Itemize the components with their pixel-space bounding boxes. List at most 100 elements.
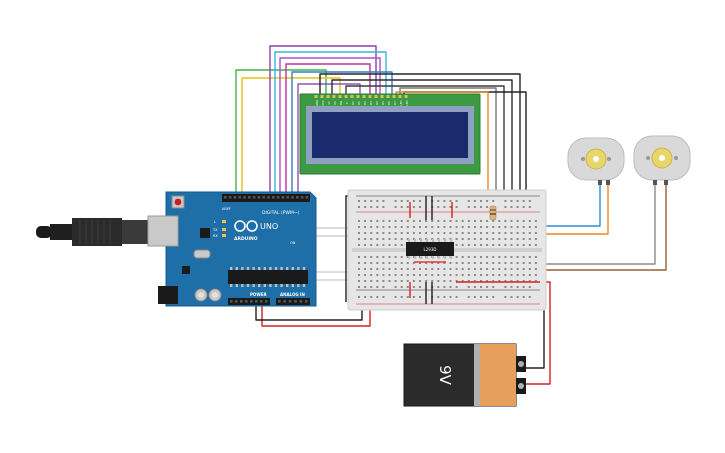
breadboard-hole[interactable] bbox=[467, 286, 470, 288]
header-hole[interactable] bbox=[240, 300, 243, 303]
breadboard-hole[interactable] bbox=[382, 296, 385, 298]
breadboard-hole[interactable] bbox=[522, 220, 525, 222]
breadboard-hole[interactable] bbox=[534, 244, 537, 246]
breadboard-hole[interactable] bbox=[419, 200, 421, 202]
breadboard-hole[interactable] bbox=[449, 232, 452, 234]
breadboard-hole[interactable] bbox=[486, 296, 489, 298]
breadboard-hole[interactable] bbox=[522, 262, 525, 264]
header-hole[interactable] bbox=[228, 196, 232, 199]
breadboard-hole[interactable] bbox=[455, 226, 458, 228]
breadboard-hole[interactable] bbox=[510, 262, 513, 264]
breadboard-hole[interactable] bbox=[449, 262, 452, 264]
breadboard-hole[interactable] bbox=[443, 262, 446, 264]
breadboard-hole[interactable] bbox=[394, 256, 397, 258]
breadboard-hole[interactable] bbox=[419, 232, 421, 234]
breadboard-hole[interactable] bbox=[534, 280, 537, 282]
breadboard-hole[interactable] bbox=[528, 206, 531, 208]
breadboard-hole[interactable] bbox=[400, 280, 403, 282]
breadboard-hole[interactable] bbox=[467, 220, 470, 222]
breadboard-hole[interactable] bbox=[394, 296, 397, 298]
breadboard-hole[interactable] bbox=[382, 206, 385, 208]
breadboard-hole[interactable] bbox=[492, 256, 495, 258]
lcd-pin[interactable] bbox=[392, 95, 396, 98]
breadboard-hole[interactable] bbox=[534, 268, 537, 270]
breadboard-hole[interactable] bbox=[382, 268, 385, 270]
breadboard-hole[interactable] bbox=[400, 226, 403, 228]
breadboard-hole[interactable] bbox=[528, 220, 531, 222]
breadboard-hole[interactable] bbox=[516, 262, 519, 264]
breadboard-hole[interactable] bbox=[480, 262, 482, 264]
breadboard-hole[interactable] bbox=[382, 262, 385, 264]
breadboard-hole[interactable] bbox=[388, 256, 391, 258]
breadboard-hole[interactable] bbox=[486, 268, 489, 270]
breadboard-hole[interactable] bbox=[358, 286, 360, 288]
breadboard-hole[interactable] bbox=[394, 206, 397, 208]
breadboard-hole[interactable] bbox=[498, 226, 501, 228]
header-hole[interactable] bbox=[300, 196, 304, 199]
breadboard-hole[interactable] bbox=[425, 232, 428, 234]
breadboard-hole[interactable] bbox=[461, 280, 464, 282]
breadboard-hole[interactable] bbox=[394, 238, 397, 240]
breadboard-hole[interactable] bbox=[431, 226, 434, 228]
breadboard-hole[interactable] bbox=[510, 232, 513, 234]
breadboard-hole[interactable] bbox=[467, 226, 470, 228]
breadboard-hole[interactable] bbox=[382, 244, 385, 246]
breadboard-hole[interactable] bbox=[382, 256, 385, 258]
breadboard-hole[interactable] bbox=[522, 206, 525, 208]
header-hole[interactable] bbox=[255, 300, 258, 303]
breadboard-hole[interactable] bbox=[382, 232, 385, 234]
breadboard-hole[interactable] bbox=[455, 286, 458, 288]
breadboard-hole[interactable] bbox=[516, 232, 519, 234]
breadboard-hole[interactable] bbox=[492, 226, 495, 228]
breadboard-hole[interactable] bbox=[480, 232, 482, 234]
breadboard-hole[interactable] bbox=[370, 200, 373, 202]
breadboard-hole[interactable] bbox=[455, 274, 458, 276]
breadboard-hole[interactable] bbox=[449, 296, 452, 298]
breadboard-hole[interactable] bbox=[455, 220, 458, 222]
breadboard-hole[interactable] bbox=[431, 262, 434, 264]
breadboard-hole[interactable] bbox=[406, 262, 409, 264]
breadboard-hole[interactable] bbox=[492, 296, 495, 298]
breadboard-hole[interactable] bbox=[412, 238, 415, 240]
lcd-pin[interactable] bbox=[314, 95, 318, 98]
breadboard-hole[interactable] bbox=[461, 262, 464, 264]
breadboard-hole[interactable] bbox=[388, 244, 391, 246]
breadboard-hole[interactable] bbox=[528, 200, 531, 202]
breadboard-hole[interactable] bbox=[400, 238, 403, 240]
breadboard-hole[interactable] bbox=[480, 206, 482, 208]
header-hole[interactable] bbox=[286, 196, 289, 199]
breadboard-hole[interactable] bbox=[528, 274, 531, 276]
breadboard-hole[interactable] bbox=[437, 220, 440, 222]
breadboard-hole[interactable] bbox=[516, 238, 519, 240]
breadboard-hole[interactable] bbox=[382, 220, 385, 222]
breadboard-hole[interactable] bbox=[449, 206, 452, 208]
breadboard-hole[interactable] bbox=[510, 274, 513, 276]
breadboard-hole[interactable] bbox=[449, 200, 452, 202]
breadboard-hole[interactable] bbox=[412, 280, 415, 282]
breadboard-hole[interactable] bbox=[480, 238, 482, 240]
breadboard-hole[interactable] bbox=[400, 256, 403, 258]
breadboard-hole[interactable] bbox=[431, 268, 434, 270]
lcd-pin[interactable] bbox=[338, 95, 342, 98]
wire-lcd-black-3[interactable] bbox=[345, 85, 505, 198]
breadboard-hole[interactable] bbox=[486, 206, 489, 208]
breadboard-hole[interactable] bbox=[480, 268, 482, 270]
breadboard-hole[interactable] bbox=[443, 220, 446, 222]
breadboard-hole[interactable] bbox=[522, 238, 525, 240]
breadboard-hole[interactable] bbox=[534, 256, 537, 258]
breadboard-hole[interactable] bbox=[412, 220, 415, 222]
breadboard-hole[interactable] bbox=[400, 232, 403, 234]
breadboard-hole[interactable] bbox=[425, 280, 428, 282]
breadboard-hole[interactable] bbox=[449, 286, 452, 288]
breadboard-hole[interactable] bbox=[504, 238, 507, 240]
breadboard-hole[interactable] bbox=[467, 238, 470, 240]
breadboard-hole[interactable] bbox=[467, 262, 470, 264]
breadboard-hole[interactable] bbox=[528, 232, 531, 234]
breadboard-hole[interactable] bbox=[400, 244, 403, 246]
breadboard-hole[interactable] bbox=[437, 262, 440, 264]
breadboard-hole[interactable] bbox=[449, 220, 452, 222]
breadboard-hole[interactable] bbox=[498, 256, 501, 258]
breadboard-hole[interactable] bbox=[400, 268, 403, 270]
breadboard-hole[interactable] bbox=[431, 280, 434, 282]
header-hole[interactable] bbox=[252, 196, 256, 199]
